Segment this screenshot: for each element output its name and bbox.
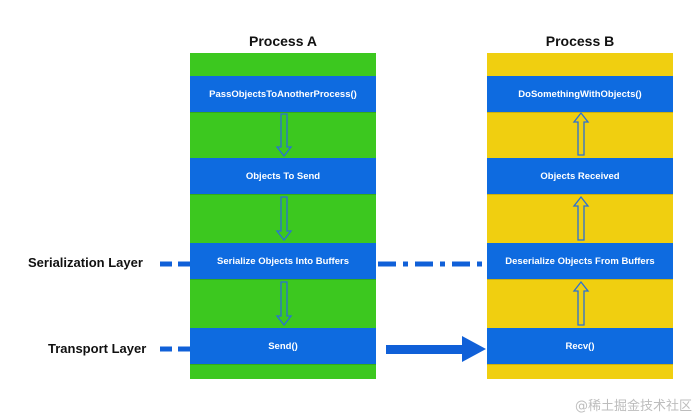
process-b-box-objects-received: Objects Received [487,158,673,194]
serialization-layer-label: Serialization Layer [28,255,143,270]
process-b-box-do-something: DoSomethingWithObjects() [487,76,673,112]
process-a-box-serialize: Serialize Objects Into Buffers [190,243,376,279]
transport-arrow [386,336,486,362]
process-b-box-recv: Recv() [487,328,673,364]
process-a-box-send: Send() [190,328,376,364]
process-a-box-objects-to-send: Objects To Send [190,158,376,194]
watermark-text: @稀土掘金技术社区 [574,399,692,414]
process-a-title: Process A [249,33,317,49]
process-a-box-pass-objects: PassObjectsToAnotherProcess() [190,76,376,112]
process-b-title: Process B [545,33,615,49]
process-b-box-deserialize: Deserialize Objects From Buffers [487,243,673,279]
transport-layer-label: Transport Layer [48,341,147,356]
